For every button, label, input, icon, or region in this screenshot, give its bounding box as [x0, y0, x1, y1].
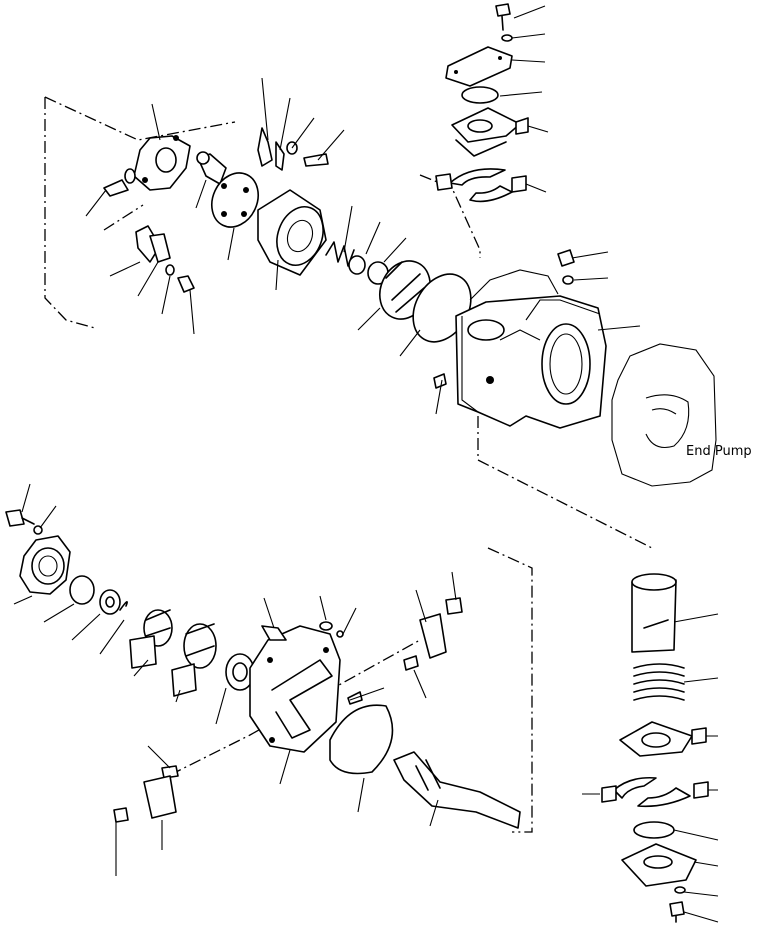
main-pump-housing [433, 249, 607, 429]
end-pump-label: End Pump [686, 444, 752, 459]
lower-pump-group [5, 509, 521, 829]
right-valve-stack [601, 573, 709, 923]
callout-leader-lines [13, 5, 719, 923]
top-cover-assembly [435, 3, 529, 203]
end-pump-outline: End Pump [611, 343, 752, 487]
upper-pump-group [103, 127, 472, 343]
